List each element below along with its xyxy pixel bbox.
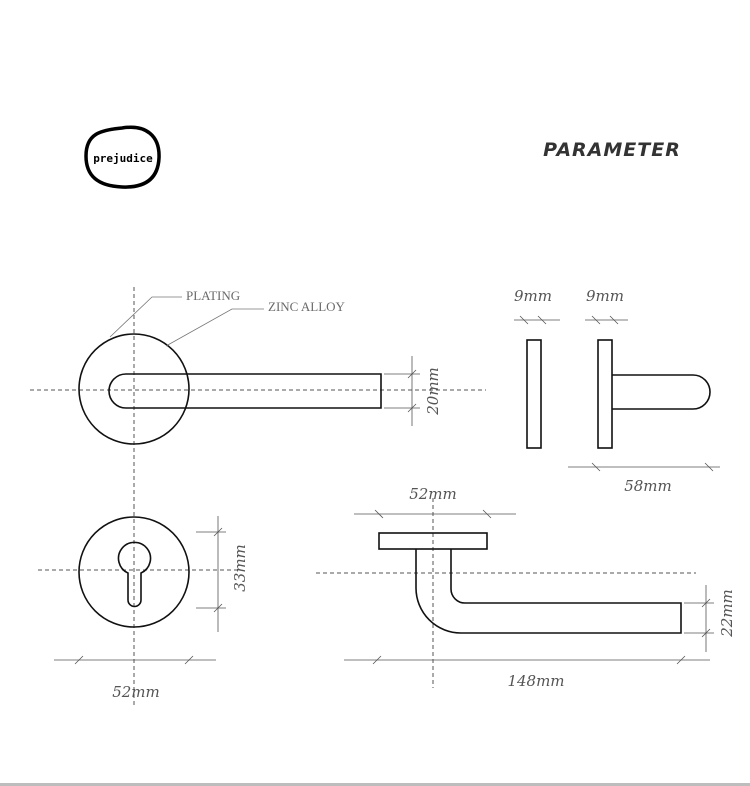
lever-height-label: 20mm xyxy=(424,367,442,416)
projection-label: 58mm xyxy=(624,477,672,495)
escutcheon-height-label: 33mm xyxy=(231,544,249,592)
page-title: PARAMETER xyxy=(543,139,681,161)
rose-top-outline xyxy=(378,532,488,550)
escutcheon-width-label: 52mm xyxy=(112,683,160,701)
escutcheon-view: 33mm 52mm xyxy=(38,505,249,705)
rose-thickness-left-label: 9mm xyxy=(514,287,552,305)
brand-logo-text: prejudice xyxy=(93,152,153,165)
side-view-lever: 9mm 58mm xyxy=(568,287,720,495)
lever-side-outline xyxy=(612,374,711,410)
lever-length-label: 148mm xyxy=(507,672,564,690)
lever-top-view: 52mm 22mm 148mm xyxy=(316,485,736,690)
lever-front-view xyxy=(30,287,486,505)
rose-thickness-right-label: 9mm xyxy=(586,287,624,305)
zinc-alloy-label: ZINC ALLOY xyxy=(268,299,346,314)
escutcheon-outline xyxy=(78,516,190,628)
plating-label: PLATING xyxy=(186,288,240,303)
lever-top-outline xyxy=(415,549,682,634)
rose-outline xyxy=(78,333,190,445)
material-callouts: PLATING ZINC ALLOY xyxy=(109,288,346,347)
rose-diameter-top-label: 52mm xyxy=(409,485,457,503)
rose-side-outline-2 xyxy=(597,339,613,449)
brand-logo: prejudice xyxy=(84,125,161,189)
lever-handle-outline xyxy=(108,373,382,409)
keyhole-outline xyxy=(117,541,152,608)
footer-divider xyxy=(0,783,750,786)
lever-drop-label: 22mm xyxy=(718,589,736,638)
side-view-rose: 9mm xyxy=(514,287,560,449)
lever-height-dimension: 20mm xyxy=(384,356,442,426)
rose-side-outline xyxy=(526,339,542,449)
